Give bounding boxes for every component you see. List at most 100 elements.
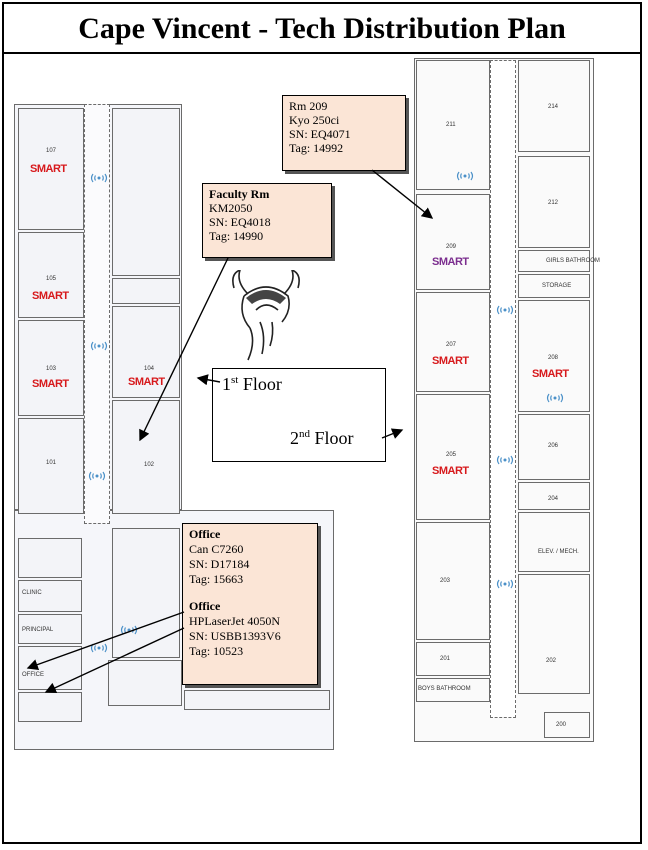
room-104-label: 104 [144, 366, 155, 372]
room-103 [18, 320, 84, 416]
admin-room-lower [18, 692, 82, 722]
admin-room-1 [18, 538, 82, 578]
callout-line: Tag: 14990 [209, 229, 264, 243]
wifi-icon [456, 171, 474, 181]
elev-mech-room [518, 512, 590, 572]
callout-faculty-room: Faculty Rm KM2050 SN: EQ4018 Tag: 14990 [202, 183, 332, 258]
room-upper-right [112, 108, 180, 276]
floor-label-box [212, 368, 386, 462]
wifi-icon [90, 643, 108, 653]
wifi-icon [90, 173, 108, 183]
smart-board-103: SMART [32, 378, 69, 390]
callout-title: Office [189, 527, 221, 541]
room-102-label: 102 [144, 462, 155, 468]
wifi-icon [88, 471, 106, 481]
smart-board-209: SMART [432, 256, 469, 268]
room-214 [518, 60, 590, 152]
office-label: OFFICE [22, 672, 44, 678]
clinic-room [18, 580, 82, 612]
second-floor-label: 2nd Floor [290, 428, 354, 448]
elev-mech-label: ELEV. / MECH. [538, 549, 579, 555]
room-207-label: 207 [446, 342, 457, 348]
callout-title: Office [189, 599, 221, 613]
wifi-icon [120, 625, 138, 635]
room-209 [416, 194, 490, 290]
room-211-label: 211 [446, 122, 456, 128]
room-small-right [112, 278, 180, 304]
room-107 [18, 108, 84, 230]
girls-bathroom [518, 250, 590, 272]
smart-board-207: SMART [432, 355, 469, 367]
callout-line: Can C7260 [189, 542, 244, 556]
room-101-label: 101 [46, 460, 57, 466]
room-107-label: 107 [46, 148, 57, 154]
room-211 [416, 60, 490, 190]
callout-line: SN: D17184 [189, 557, 250, 571]
girls-bathroom-label: GIRLS BATHROOM [546, 258, 600, 264]
room-208-label: 208 [548, 355, 559, 361]
callout-line: Kyo 250ci [289, 113, 340, 127]
storage-label: STORAGE [542, 283, 572, 289]
smart-board-105: SMART [32, 290, 69, 302]
room-205 [416, 394, 490, 520]
admin-center [112, 528, 180, 658]
callout-line: Tag: 14992 [289, 141, 344, 155]
callout-title: Faculty Rm [209, 187, 270, 201]
callout-line: Rm 209 [289, 99, 328, 113]
room-200-label: 200 [556, 722, 567, 728]
smart-board-104: SMART [128, 376, 165, 388]
room-202-label: 202 [546, 658, 557, 664]
callout-line: Tag: 15663 [189, 572, 244, 586]
room-201 [416, 642, 490, 676]
callout-line: SN: EQ4071 [289, 127, 351, 141]
room-206 [518, 414, 590, 480]
smart-board-208: SMART [532, 368, 569, 380]
room-200 [544, 712, 590, 738]
room-203-label: 203 [440, 578, 451, 584]
first-floor-label: 1st Floor [222, 374, 282, 394]
room-209-label: 209 [446, 244, 457, 250]
smart-board-107: SMART [30, 163, 67, 175]
office-room [18, 646, 82, 690]
room-208 [518, 300, 590, 412]
wifi-icon [90, 341, 108, 351]
principal-label: PRINCIPAL [22, 627, 54, 633]
floor2-corridor [490, 60, 516, 718]
room-105 [18, 232, 84, 318]
smart-board-205: SMART [432, 465, 469, 477]
room-204-label: 204 [548, 496, 559, 502]
room-214-label: 214 [548, 104, 559, 110]
clinic-label: CLINIC [22, 590, 42, 596]
floor1-corridor [84, 104, 110, 524]
callout-line: KM2050 [209, 201, 253, 215]
viking-mascot-logo [232, 270, 300, 361]
admin-restrooms [108, 660, 182, 706]
page-title: Cape Vincent - Tech Distribution Plan [78, 12, 566, 45]
room-202 [518, 574, 590, 694]
room-103-label: 103 [46, 366, 57, 372]
room-207 [416, 292, 490, 392]
room-205-label: 205 [446, 452, 457, 458]
wifi-icon [496, 455, 514, 465]
storage-room [518, 274, 590, 298]
callout-line: SN: USBB1393V6 [189, 629, 281, 643]
room-101 [18, 418, 84, 514]
boys-bathroom [416, 678, 490, 702]
room-201-label: 201 [440, 656, 451, 662]
room-203 [416, 522, 490, 640]
callout-line: SN: EQ4018 [209, 215, 271, 229]
wifi-icon [496, 579, 514, 589]
admin-east [184, 690, 330, 710]
boys-bathroom-label: BOYS BATHROOM [418, 686, 471, 692]
room-212-label: 212 [548, 200, 559, 206]
room-105-label: 105 [46, 276, 57, 282]
callout-rm209: Rm 209 Kyo 250ci SN: EQ4071 Tag: 14992 [282, 95, 406, 171]
room-204 [518, 482, 590, 510]
callout-line: HPLaserJet 4050N [189, 614, 280, 628]
wifi-icon [496, 305, 514, 315]
callout-line: Tag: 10523 [189, 644, 244, 658]
room-102 [112, 400, 180, 514]
callout-office: Office Can C7260 SN: D17184 Tag: 15663 O… [182, 523, 318, 685]
room-206-label: 206 [548, 443, 559, 449]
wifi-icon [546, 393, 564, 403]
